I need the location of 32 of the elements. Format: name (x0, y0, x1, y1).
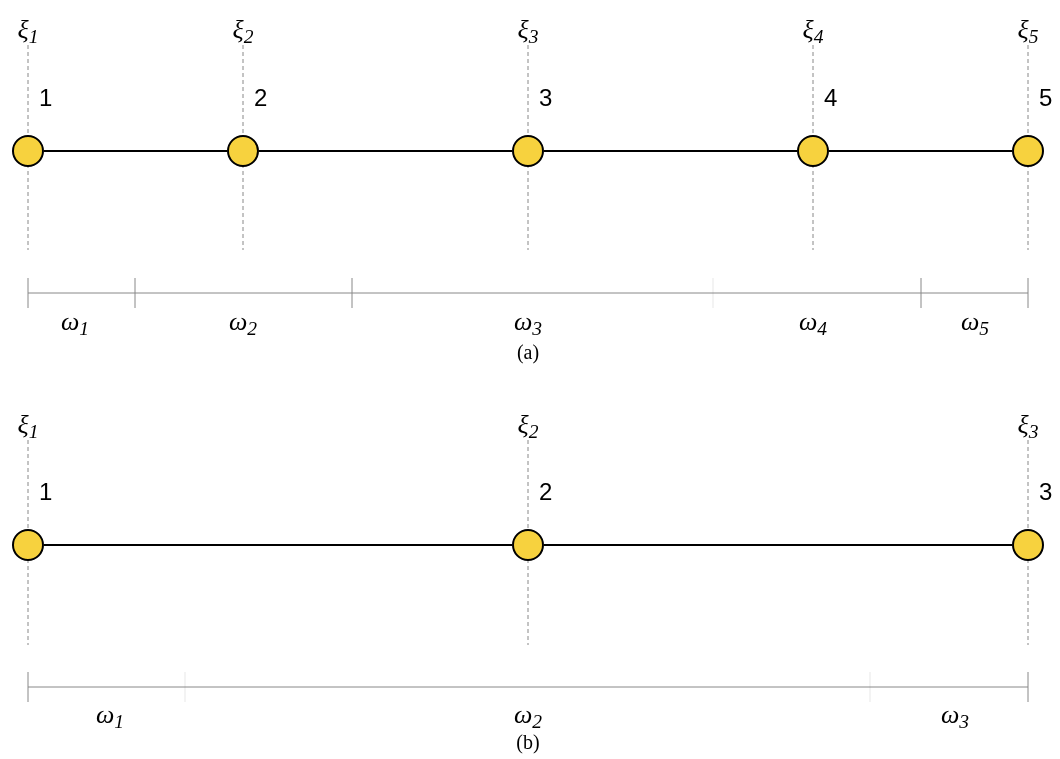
node-number: 2 (539, 480, 553, 504)
connector-line (258, 150, 513, 152)
node-position-label: ξ$_{2}$ (231, 17, 255, 43)
node-number: 2 (254, 86, 268, 110)
weight-label: ω$_{4}$ (797, 309, 829, 335)
node-number: 4 (824, 86, 838, 110)
node-number: 3 (539, 86, 553, 110)
node-number: 3 (1039, 480, 1053, 504)
panel-caption: (b) (515, 732, 541, 752)
weight-label: ω$_{1}$ (59, 309, 91, 335)
node-position-label: ξ$_{5}$ (1016, 17, 1040, 43)
panel-caption: (a) (515, 342, 541, 362)
node-number: 5 (1039, 86, 1053, 110)
connector-line (543, 150, 798, 152)
node-position-label: ξ$_{2}$ (516, 412, 540, 438)
weight-label: ω$_{3}$ (512, 309, 544, 335)
node-position-label: ξ$_{1}$ (16, 17, 40, 43)
weight-label: ω$_{2}$ (227, 309, 259, 335)
weight-label: ω$_{2}$ (512, 702, 544, 728)
connector-line (43, 544, 513, 546)
node-number: 1 (39, 86, 53, 110)
connector-line (828, 150, 1013, 152)
weight-label: ω$_{5}$ (959, 309, 991, 335)
connector-line (43, 150, 228, 152)
weight-label: ω$_{3}$ (939, 702, 971, 728)
node-position-label: ξ$_{3}$ (1016, 412, 1040, 438)
node-position-label: ξ$_{1}$ (16, 412, 40, 438)
weight-label: ω$_{1}$ (94, 702, 126, 728)
node-position-label: ξ$_{4}$ (801, 17, 825, 43)
node-number: 1 (39, 480, 53, 504)
connector-line (543, 544, 1013, 546)
node-position-label: ξ$_{3}$ (516, 17, 540, 43)
